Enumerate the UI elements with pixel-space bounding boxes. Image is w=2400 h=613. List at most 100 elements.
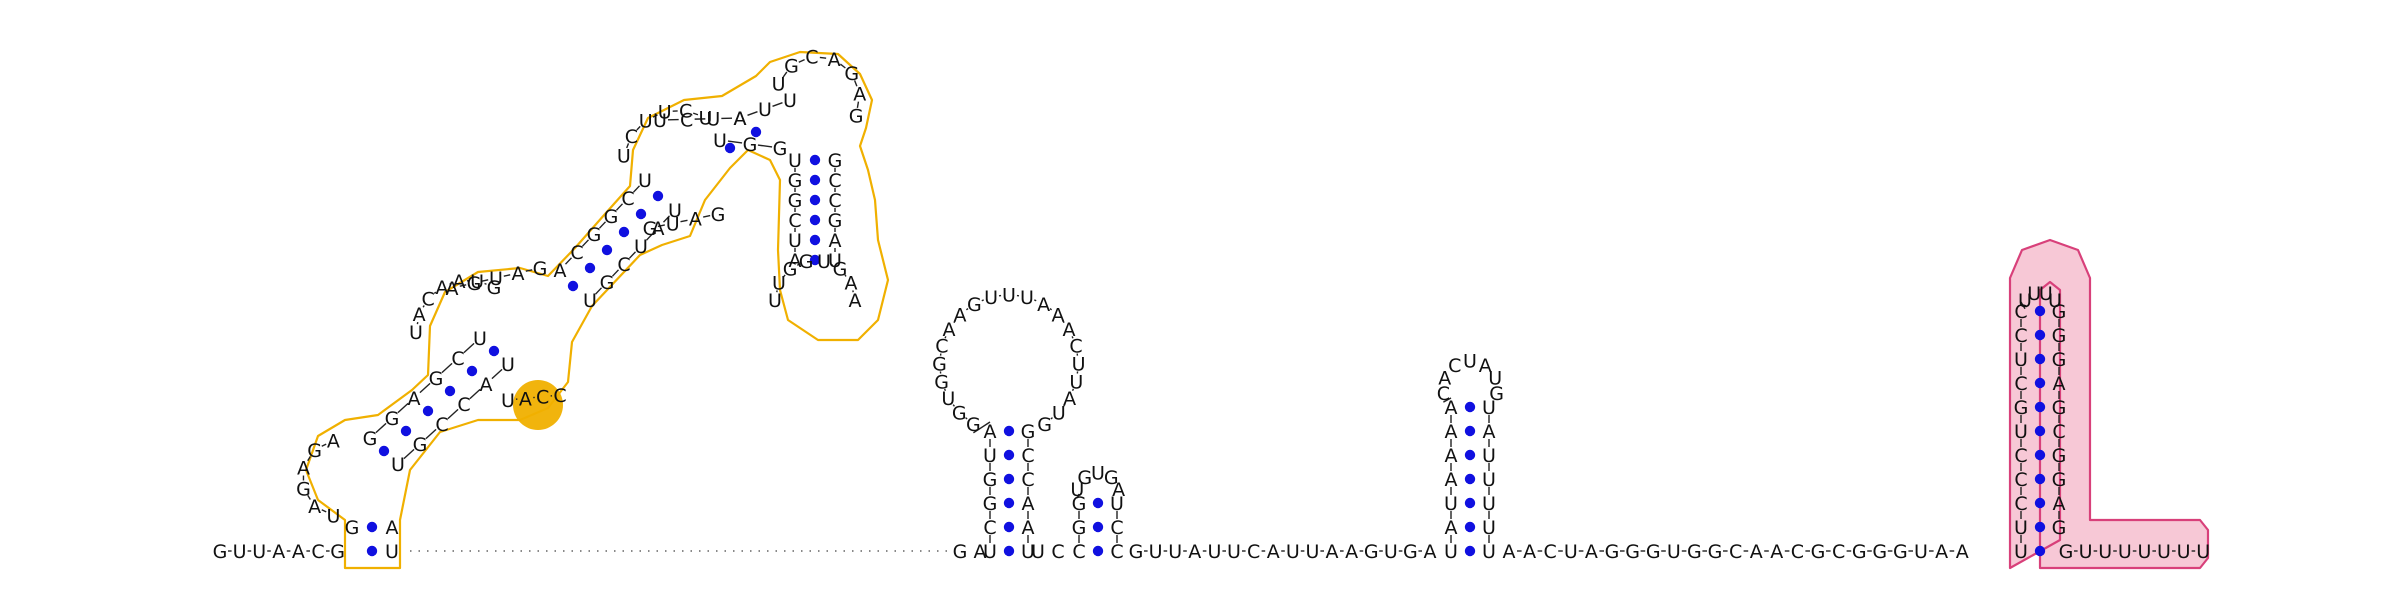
stem-a-right-6: U [1021,541,1035,563]
base-pair-dot [1464,401,1476,413]
base-pair-dot [1003,473,1015,485]
helix3-right-2: U [758,99,772,121]
base-pair-dot [652,190,664,202]
stem-d-left-7: G [2014,397,2029,419]
backbone-link [491,368,503,380]
stem-a-loop-14: A [1051,305,1064,327]
stem-d-loop-1: U [2018,290,2032,312]
internal-loop-2-top-4: A [734,108,747,130]
nucleotide-4: A [974,541,987,563]
stem-d-right-10: G [2052,517,2067,539]
base-pair-dot [2034,353,2046,365]
linker-2-21: U [1914,541,1928,563]
stem-d-loop-3: U [2039,283,2053,305]
backbone-link [943,388,947,392]
leader-5p-7: G [330,541,345,563]
backbone-link [307,494,311,500]
domain-loop-a-4: A [297,458,310,480]
internal-loop-2-5: C [679,101,692,123]
base-pair-dot [2034,497,2046,509]
internal-loop-1-bottom-3: C [536,387,549,409]
backbone-link [441,362,453,374]
stem-c-left-6: A [1445,421,1458,443]
backbone-link [503,274,511,277]
stem-a-left-4: G [983,469,998,491]
helix1-left-6: U [473,328,487,350]
backbone-link [757,144,773,148]
backbone-link [657,224,665,228]
backbone-link [703,214,711,218]
linker-2-12: C [1729,541,1742,563]
nucleotide-1: G [345,517,360,539]
backbone-link [449,282,452,285]
base-pair-dot [366,521,378,533]
internal-loop-2-top-1: U [653,110,667,132]
helix2-right-5: A [652,218,665,240]
highlight-outline-domain [304,50,890,570]
stem-d-loop-2: U [2027,283,2041,305]
stem-a-loop-17: U [1072,354,1086,376]
backbone-link [1050,417,1053,420]
stem-a-loop-2: G [952,403,967,425]
backbone-link [581,239,590,247]
backbone-link [782,71,788,78]
stem-a-loop-19: A [1063,388,1076,410]
tail-3p-4: U [2118,541,2132,563]
stem-a-loop-11: U [1002,285,1016,307]
helix2-left-1: A [554,260,567,282]
stem-b-left-3: G [1072,493,1087,515]
stem-e-loop-7: U [772,273,786,295]
backbone-link [2020,301,2026,310]
internal-loop-1-2: A [413,304,426,326]
stem-e-loop-1: A [849,290,862,312]
stem-d-left-4: C [2014,469,2027,491]
tail-3p-7: U [2177,541,2191,563]
stem-a-loop-8: A [954,305,967,327]
helix1-right-3: C [435,414,448,436]
base-pair-dot [1464,449,1476,461]
internal-loop-2-bottom-1: G [643,218,658,240]
linker-1-2: U [1149,541,1163,563]
backbone-link [645,233,654,241]
stem-c-right-7: U [1482,541,1496,563]
stem-d-right-2: G [2052,325,2067,347]
backbone-link [463,342,475,354]
base-pair-dot [809,214,821,226]
stem-a-loop-3: U [941,388,955,410]
stem-a-loop-9: G [967,294,982,316]
base-pair-dot [1003,425,1015,437]
backbone-link [525,269,533,272]
stem-e-loop-6: G [783,259,798,281]
base-pair-dot [466,365,478,377]
base-pair-dot [400,425,412,437]
helix3-left-2: G [743,134,758,156]
base-pair-dot [809,254,821,266]
top-loop-6: A [853,84,866,106]
base-pair-dot [488,345,500,357]
internal-loop-1-6: U [470,271,484,293]
linker-2-2: A [1523,541,1536,563]
linker-2-23: A [1956,541,1969,563]
linker-2-15: C [1791,541,1804,563]
stem-b-left-2: G [1072,517,1087,539]
internal-loop-1-4: A [436,277,449,299]
internal-loop-2-bottom-2: U [666,213,680,235]
linker-2-7: G [1625,541,1640,563]
backbone-link [425,428,437,440]
stem-d-left-11: C [2014,301,2027,323]
base-pair-dot [2034,473,2046,485]
internal-loop-2-top-3: U [706,109,720,131]
linker-1-9: U [1286,541,1300,563]
stem-c-loop-3: C [1448,355,1461,377]
internal-loop-1-top-1: A [446,278,459,300]
internal-loop-2-2: C [625,126,638,148]
backbone-link [422,305,425,308]
stem-d-right-7: G [2052,445,2067,467]
base-pair-dot [2034,521,2046,533]
stem-d-left-8: C [2014,373,2027,395]
linker-1-13: G [1364,541,1379,563]
helix2-left-2: C [570,242,583,264]
backbone-link [1062,320,1065,324]
